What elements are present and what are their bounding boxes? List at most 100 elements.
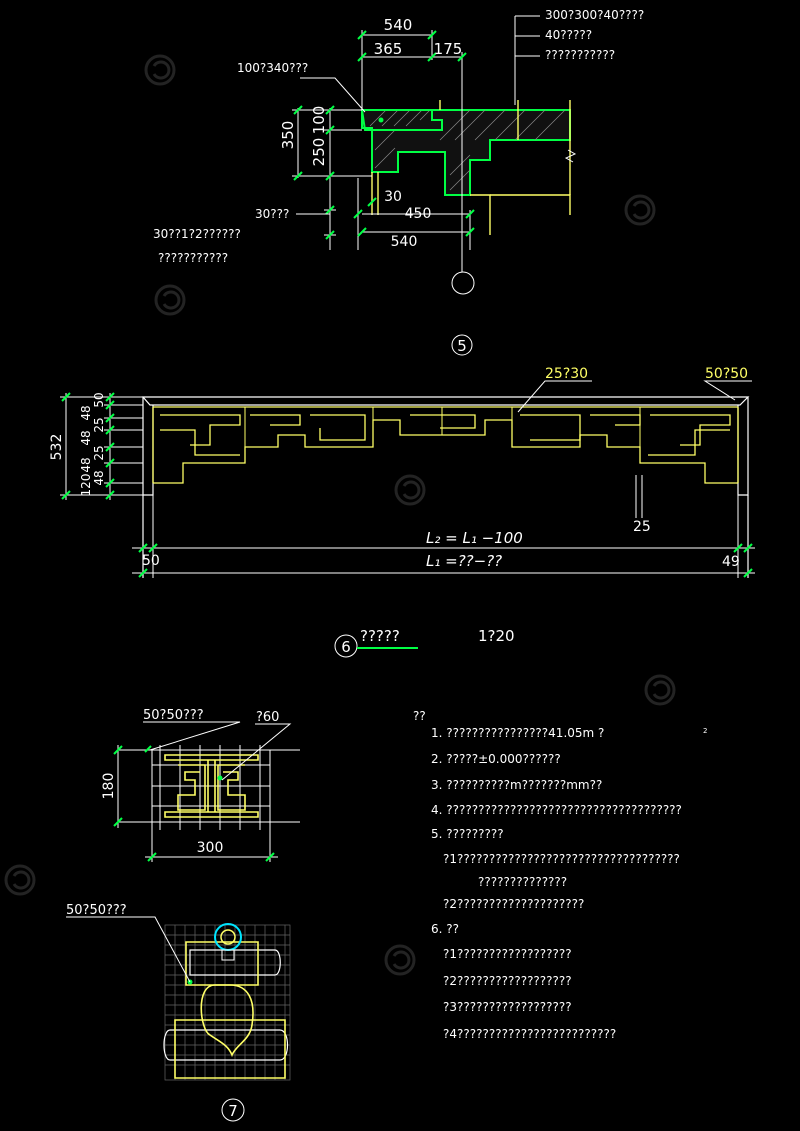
dim-6-48d: 48	[92, 470, 106, 485]
detail-6-marker-circle	[334, 634, 358, 658]
detail-6-title: ?????	[360, 627, 400, 645]
dim-bottom-540: 540	[391, 234, 418, 250]
formula-l2: L₂ = L₁ −100	[426, 529, 523, 547]
detail-5-marker-circle	[451, 334, 473, 356]
dim-top-175: 175	[434, 40, 463, 58]
dim-6-48b: 48	[79, 430, 93, 445]
detail-7-marker: 7	[228, 1102, 238, 1120]
note-6: 6. ??	[431, 922, 459, 936]
tick-marks-lower	[325, 197, 475, 240]
tick-marks	[357, 30, 467, 62]
dimension-lines-6-bottom	[132, 495, 755, 578]
note-6-4: ?4?????????????????????????	[443, 1027, 616, 1041]
note-5-1: ?1???????????????????????????????????	[443, 852, 680, 866]
detail-5-marker: 5	[457, 337, 467, 355]
detail-6-marker: 6	[341, 638, 351, 656]
leaders-6	[517, 380, 752, 518]
note-1-superscript: 2	[703, 727, 707, 735]
dimension-lines-left	[292, 108, 372, 178]
dimension-lines-top	[361, 30, 463, 110]
dim-top-365: 365	[374, 40, 403, 58]
dim-6-25b: 25	[92, 445, 106, 460]
label-50x50: 50?50	[705, 366, 748, 382]
leader-dot	[378, 117, 384, 123]
leaders-7	[143, 721, 292, 781]
lower-medallion	[214, 923, 242, 961]
notes-heading: ??	[413, 709, 426, 723]
dim-6-gap: 25	[633, 519, 651, 535]
note-6-2: ?2??????????????????	[443, 974, 572, 988]
note-4: 4. ?????????????????????????????????????	[431, 803, 682, 817]
dim-top-540: 540	[384, 16, 413, 34]
medallion-base	[221, 949, 235, 961]
note-2: 2. ?????±0.000??????	[431, 752, 561, 766]
dim-bottom-450: 450	[405, 206, 432, 222]
tick-marks-7	[113, 745, 275, 862]
dim-6-50: 50	[92, 392, 106, 407]
lower-ornament	[174, 941, 286, 1079]
watermark-logo	[4, 864, 36, 896]
leader-7-lower	[66, 916, 191, 983]
dim-6-48c: 48	[79, 457, 93, 472]
label-7-right: ?60	[256, 710, 279, 725]
frame-top-beam	[141, 396, 750, 406]
note-1: 1. ????????????????41.05m ?	[431, 726, 604, 740]
tick-marks-6-left	[61, 392, 115, 500]
watermark-layer	[4, 54, 676, 976]
ornament-dot	[217, 775, 223, 781]
dim-bottom-30: 30	[384, 189, 402, 205]
label-7-top: 50?50???	[143, 708, 204, 723]
dim-6-25a: 25	[92, 417, 106, 432]
medallion-core	[220, 929, 236, 945]
note-3: 3. ??????????m???????mm??	[431, 778, 602, 792]
detail-7-marker-circle	[221, 1098, 245, 1122]
dim-left-100: 100	[310, 106, 328, 135]
watermark-logo	[144, 54, 176, 86]
watermark-logo	[644, 674, 676, 706]
detail-6: 532 50 48 25 48 25 48 120 48 25?30 50?50…	[49, 366, 755, 658]
dim-6-left-end: 50	[142, 553, 160, 569]
note-left-2: 30??1?2??????	[153, 227, 241, 241]
dim-6-stack: 50 48 25 48 25 48 120 48	[79, 392, 106, 496]
note-right-1: 300?300?40????	[545, 8, 644, 22]
leader-lines	[296, 15, 540, 215]
note-6-1: ?1??????????????????	[443, 947, 572, 961]
detail-7: 180 300 50?50??? ?60	[66, 708, 300, 1122]
axis-bubble	[451, 271, 475, 295]
label-7-lower: 50?50???	[66, 903, 127, 918]
ornament-scrolls	[164, 754, 259, 818]
dim-6-48a: 48	[79, 405, 93, 420]
note-left-3: ???????????	[158, 251, 228, 265]
note-5-2: ?2????????????????????	[443, 897, 584, 911]
watermark-logo	[394, 474, 426, 506]
formula-l1: L₁ =??−??	[426, 552, 502, 570]
note-5-1b: ??????????????	[478, 875, 567, 889]
tick-marks-left	[293, 105, 335, 181]
watermark-logo	[624, 194, 656, 226]
note-5: 5. ?????????	[431, 827, 504, 841]
lattice-posts	[244, 407, 641, 447]
watermark-logo	[384, 944, 416, 976]
note-right-2: 40?????	[545, 28, 592, 42]
general-notes: ?? 1. ????????????????41.05m ? 2 2. ????…	[413, 709, 707, 1041]
tick-marks-6-bottom	[138, 543, 753, 578]
dimension-lines-7	[117, 745, 278, 862]
dim-7-height: 180	[101, 773, 117, 800]
note-left-1: 30???	[255, 207, 289, 221]
label-cap: 100?340???	[237, 61, 308, 75]
note-right-3: ???????????	[545, 48, 615, 62]
dim-left-350: 350	[279, 121, 297, 150]
break-symbol	[564, 149, 577, 163]
cap-outline	[360, 109, 443, 131]
watermark-logo	[154, 284, 186, 316]
detail-6-scale: 1?20	[478, 627, 515, 645]
detail-5: 540 365 175 350 100 250 30	[153, 8, 644, 356]
structure-lines	[371, 100, 571, 235]
label-25x30: 25?30	[545, 366, 588, 382]
dim-6-total: 532	[49, 434, 65, 461]
dim-left-250: 250	[310, 138, 328, 167]
note-6-3: ?3??????????????????	[443, 1000, 572, 1014]
dim-7-width: 300	[197, 840, 224, 856]
